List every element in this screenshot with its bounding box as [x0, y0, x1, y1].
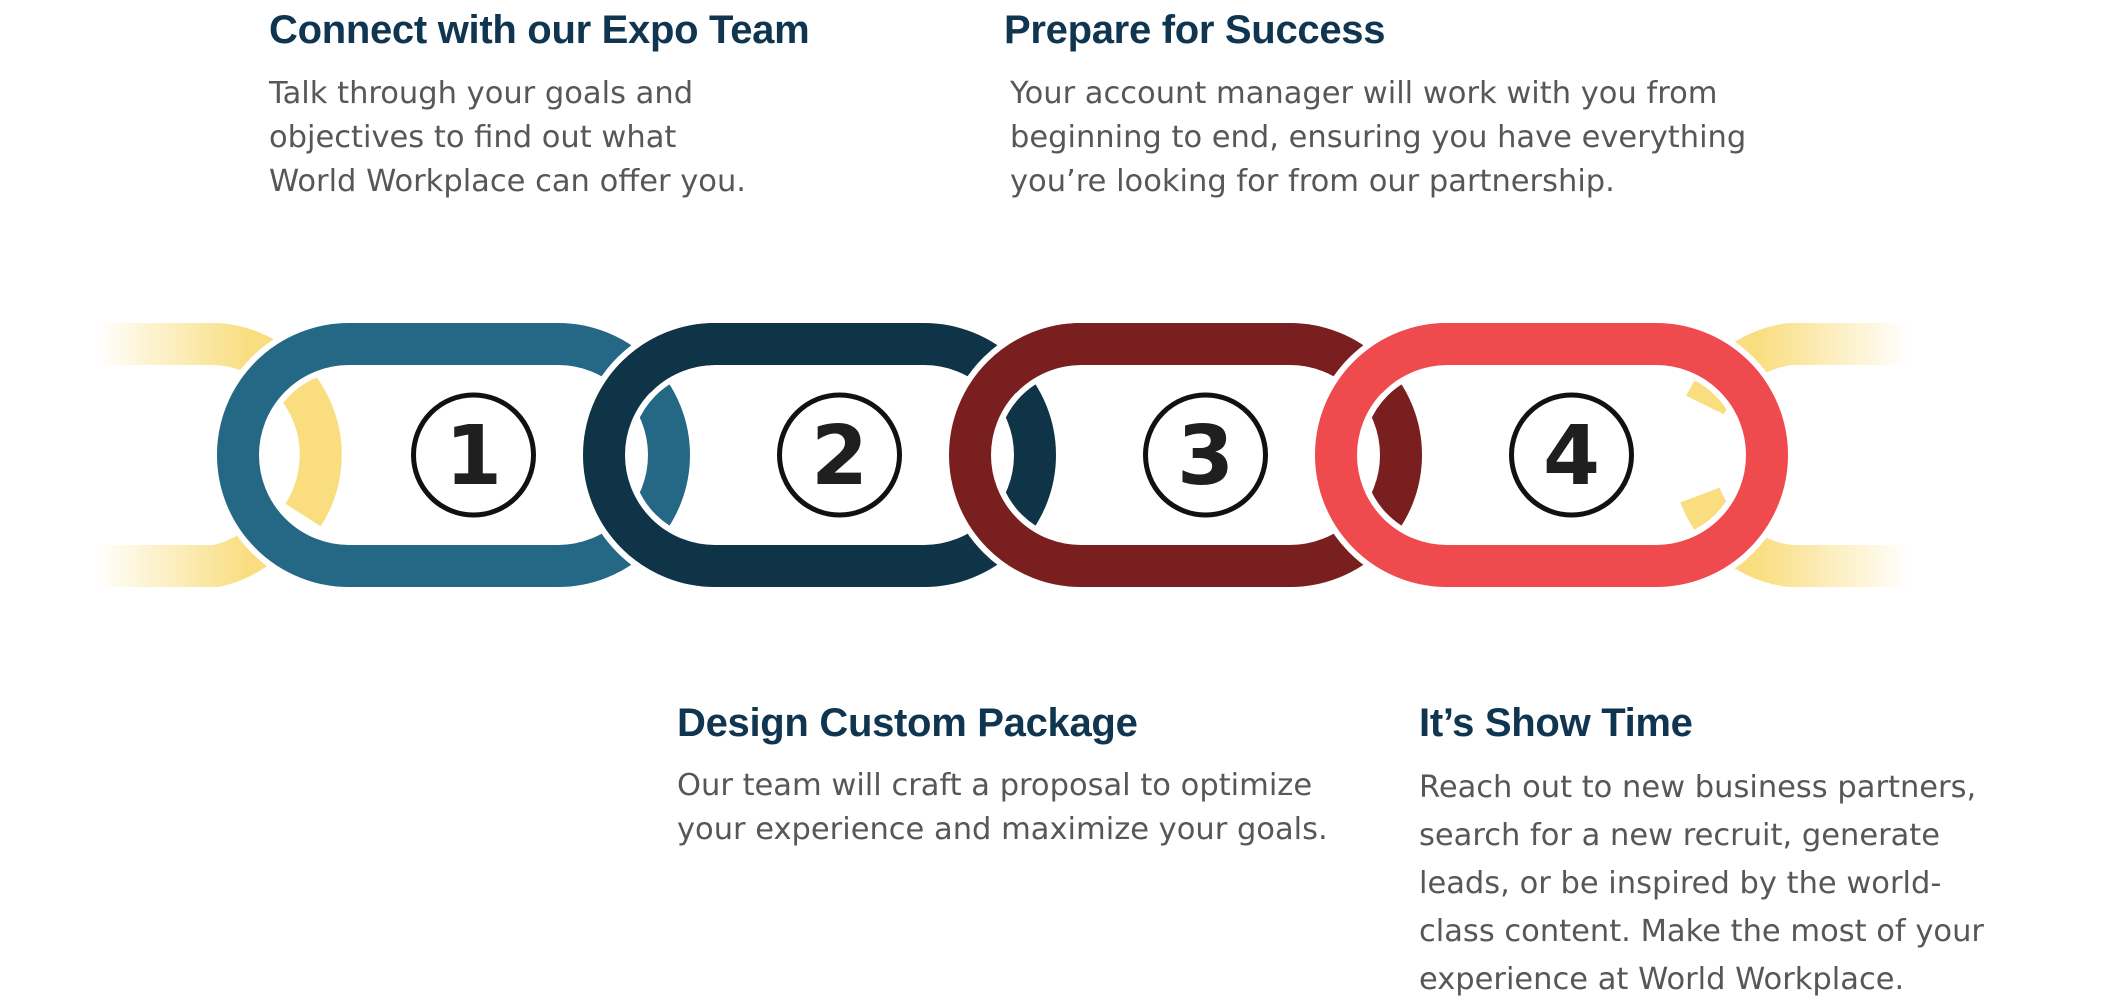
- step-3-number: 3: [1177, 409, 1234, 504]
- step-1-number: 1: [445, 409, 502, 504]
- step-4-description-line: search for a new recruit, generate: [1419, 818, 1941, 853]
- step-4-description: Reach out to new business partners, sear…: [1419, 764, 1984, 1004]
- chain-link-4-overlap: [1351, 323, 1448, 394]
- step-4-title: It’s Show Time: [1419, 701, 1693, 745]
- step-4-description-line: leads, or be inspired by the world-: [1419, 866, 1942, 901]
- chain-link-2-overlap: [619, 323, 716, 394]
- step-3-description-line: Your account manager will work with you …: [1010, 76, 1718, 111]
- step-1-description-line: World Workplace can offer you.: [269, 164, 746, 199]
- step-4-badge: [1509, 392, 1634, 518]
- step-4-description-line: class content. Make the most of your: [1419, 914, 1984, 949]
- step-4-description-line: Reach out to new business partners,: [1419, 770, 1977, 805]
- step-1-description-line: objectives to find out what: [269, 120, 677, 155]
- step-2-number: 2: [811, 409, 868, 504]
- step-1-description: Talk through your goals and objectives t…: [269, 72, 746, 204]
- step-1-badge: [411, 392, 536, 518]
- chain-link-1: [217, 323, 690, 587]
- step-2-badge: [777, 392, 902, 518]
- step-1-description-line: Talk through your goals and: [269, 76, 694, 111]
- step-3-badge: [1143, 392, 1268, 518]
- step-2-description: Our team will craft a proposal to optimi…: [677, 764, 1328, 852]
- chain-link-4: [1315, 323, 1788, 587]
- step-3-description: Your account manager will work with you …: [1010, 72, 1746, 204]
- chain-link-3-overlap: [985, 323, 1082, 394]
- step-1-title: Connect with our Expo Team: [269, 8, 810, 52]
- step-number-badges: 1 2 3 4: [411, 392, 1634, 518]
- step-3-description-line: beginning to end, ensuring you have ever…: [1010, 120, 1747, 155]
- step-2-description-line: Our team will craft a proposal to optimi…: [677, 768, 1313, 803]
- step-4-description-line: experience at World Workplace.: [1419, 962, 1905, 997]
- chain-links: [95, 317, 1910, 593]
- step-3-title: Prepare for Success: [1004, 8, 1386, 52]
- step-4-number: 4: [1543, 409, 1600, 504]
- step-2-title: Design Custom Package: [677, 701, 1138, 745]
- chain-link-2: [583, 323, 1056, 587]
- step-2-description-line: your experience and maximize your goals.: [677, 812, 1328, 847]
- chain-link-3: [949, 323, 1422, 587]
- step-3-description-line: you’re looking for from our partnership.: [1010, 164, 1615, 199]
